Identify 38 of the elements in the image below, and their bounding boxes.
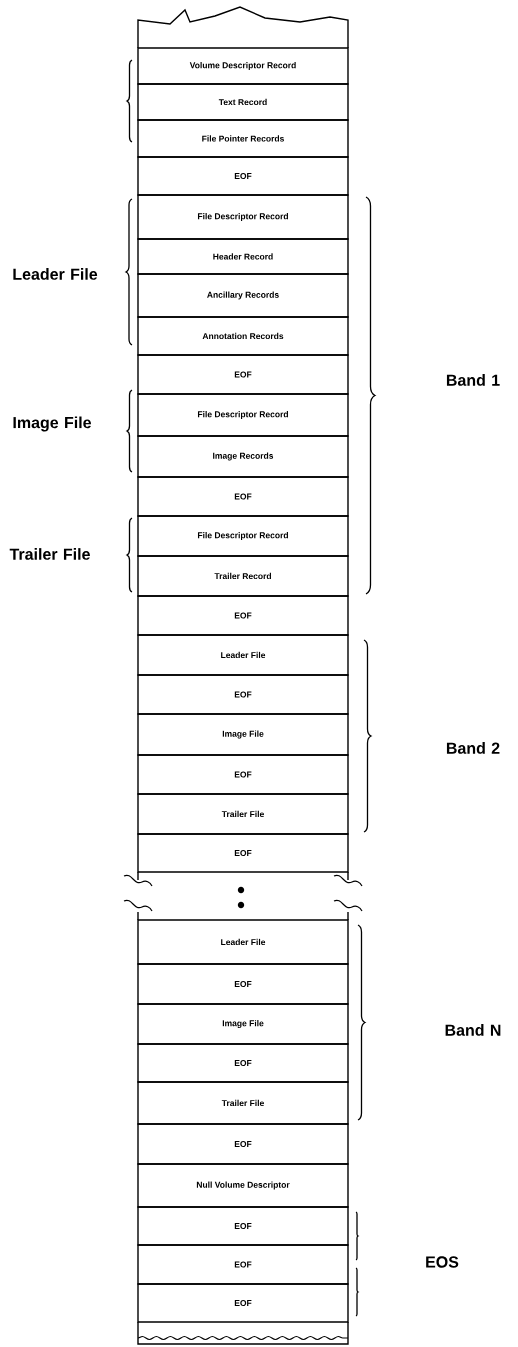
record-box: EOF (137, 1043, 349, 1083)
side-label: Band 1 (446, 374, 500, 386)
record-box: Trailer File (137, 1081, 349, 1125)
record-box: File Pointer Records (137, 119, 349, 158)
record-box: EOF (137, 754, 349, 795)
record-box: Ancillary Records (137, 273, 349, 318)
record-box: File Descriptor Record (137, 393, 349, 437)
side-label: EOS (426, 1256, 459, 1268)
record-box: EOF (137, 963, 349, 1005)
record-box: EOF (137, 156, 349, 196)
record-box: EOF (137, 1283, 349, 1323)
side-label: Leader File (13, 268, 98, 280)
record-box: EOF (137, 1244, 349, 1285)
record-box: Image Records (137, 435, 349, 478)
record-box: Leader File (137, 634, 349, 676)
record-box: Annotation Records (137, 316, 349, 356)
record-box: Image File (137, 713, 349, 756)
side-label: Image File (13, 416, 91, 432)
record-box: Header Record (137, 238, 349, 275)
side-label: Trailer File (9, 548, 90, 560)
record-box: Image File (137, 1003, 349, 1045)
record-box: Trailer Record (137, 555, 349, 597)
record-box: Text Record (137, 83, 349, 121)
record-box: EOF (137, 354, 349, 395)
record-box: File Descriptor Record (137, 194, 349, 240)
record-box: EOF (137, 595, 349, 636)
record-box: Leader File (137, 919, 349, 965)
record-box: Null Volume Descriptor (137, 1163, 349, 1208)
record-box: File Descriptor Record (137, 515, 349, 557)
record-box: EOF (137, 1123, 349, 1165)
record-box: Trailer File (137, 793, 349, 835)
record-box: EOF (137, 1206, 349, 1246)
record-box: EOF (137, 476, 349, 517)
record-box: EOF (137, 833, 349, 873)
side-label: Band N (445, 1024, 501, 1036)
record-box: EOF (137, 674, 349, 715)
side-label: Band 2 (446, 742, 500, 754)
record-box: Volume Descriptor Record (137, 47, 349, 85)
